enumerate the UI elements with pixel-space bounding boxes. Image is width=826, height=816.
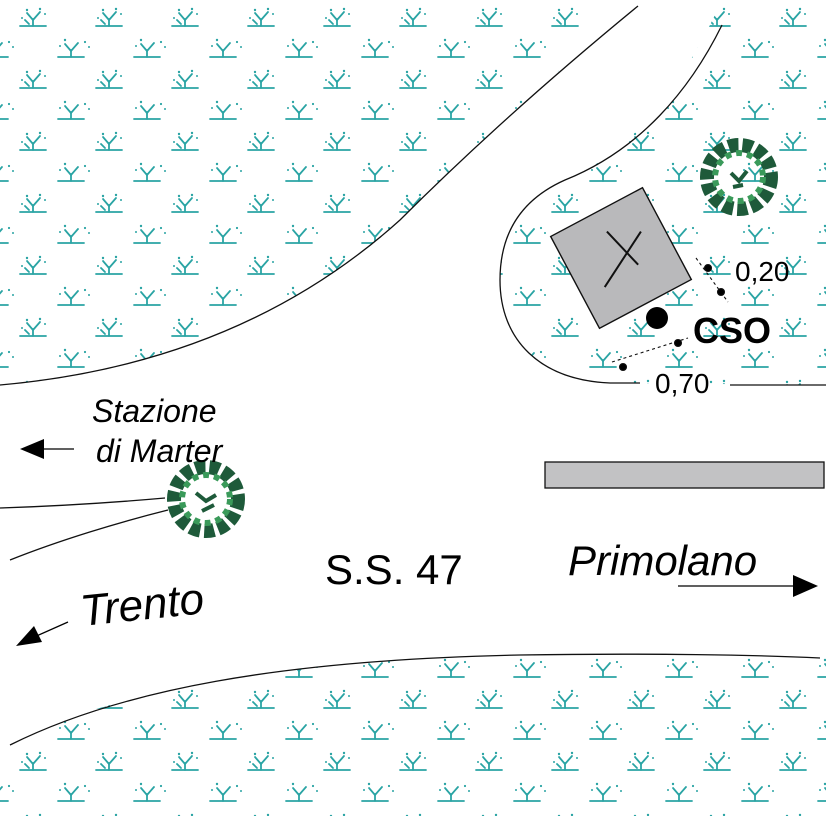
- primolano-label: Primolano: [568, 537, 757, 584]
- tree-icon: [700, 138, 778, 216]
- dot-icon: [646, 307, 668, 329]
- station-label-line2: di Marter: [96, 433, 224, 469]
- road-edge-south: [9, 653, 821, 746]
- cso-label: CSO: [693, 310, 771, 351]
- tree-icon: [167, 460, 245, 538]
- arrow-left-icon: [20, 439, 74, 459]
- road-edge-northeast: [499, 24, 723, 384]
- arrow-down-left-icon: [16, 621, 69, 646]
- roadside-bar: [544, 461, 825, 489]
- grass-area-northwest: [0, 0, 638, 385]
- road-edge-northwest: [0, 5, 639, 386]
- arrow-right-icon: [678, 575, 818, 597]
- station-track-line-upper: [0, 497, 166, 509]
- dimension-label-large: 0,70: [655, 368, 710, 399]
- dimension-label-small: 0,20: [735, 256, 790, 287]
- grass-area-south: [0, 654, 826, 816]
- cross-icon: [549, 186, 693, 330]
- station-label-line1: Stazione: [92, 393, 217, 429]
- station-track-line-lower: [9, 509, 169, 561]
- dimension-marks: [611, 257, 729, 372]
- road-label: S.S. 47: [325, 546, 463, 593]
- trento-label: Trento: [78, 574, 206, 636]
